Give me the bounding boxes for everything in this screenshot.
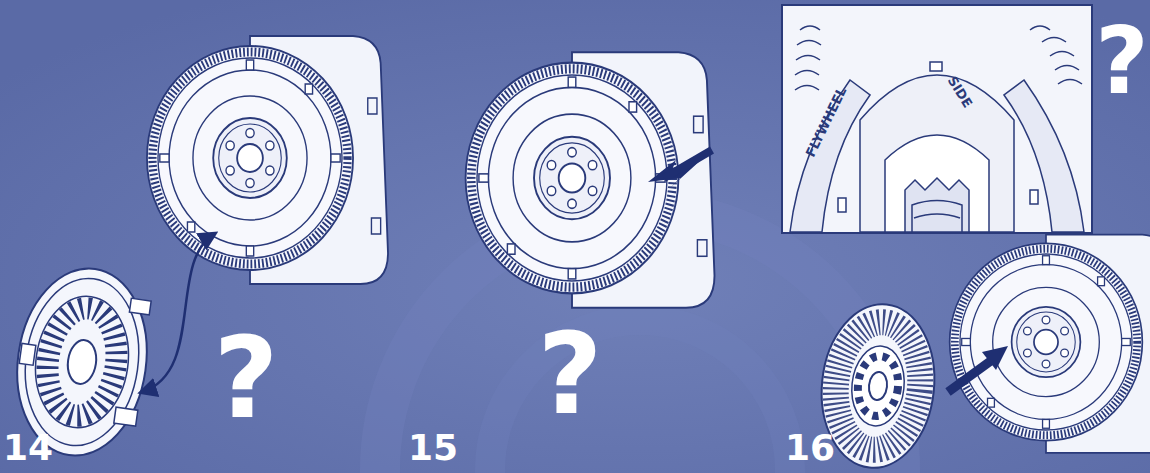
question-mark: ? bbox=[538, 318, 603, 430]
step-number: 15 bbox=[408, 430, 458, 466]
question-mark: ? bbox=[1095, 16, 1148, 108]
step-number: 16 bbox=[785, 430, 835, 466]
question-mark: ? bbox=[214, 322, 279, 434]
step-number: 14 bbox=[3, 430, 53, 466]
